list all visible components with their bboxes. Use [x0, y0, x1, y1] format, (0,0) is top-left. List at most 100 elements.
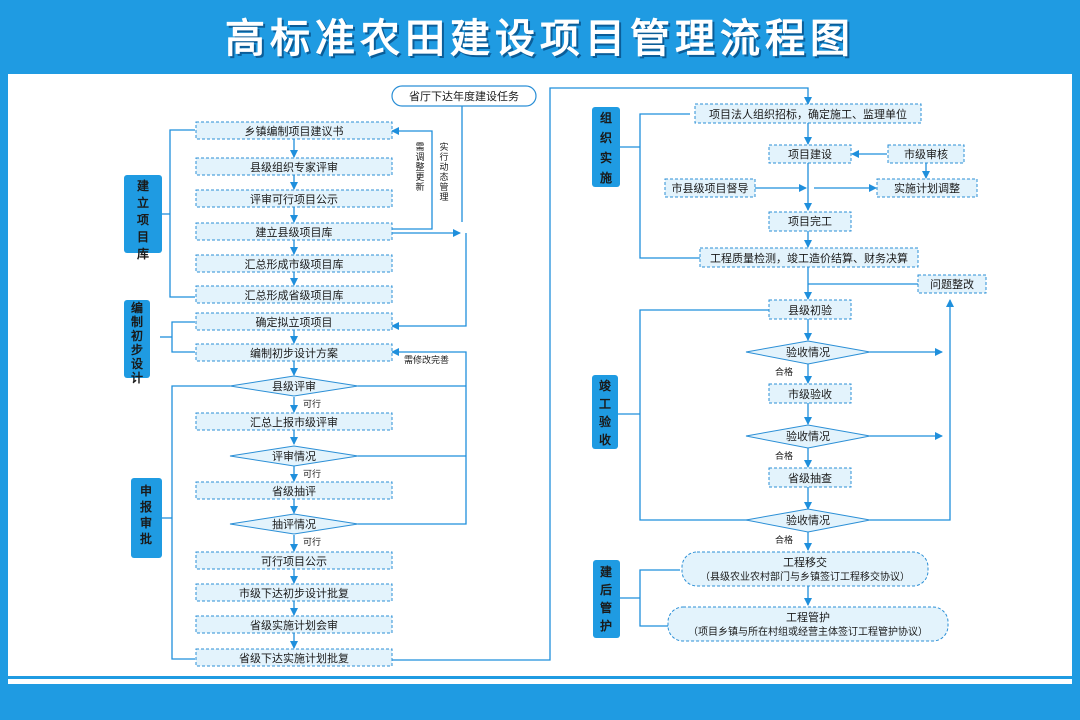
- step-box: [195, 285, 393, 304]
- bottom-border: [0, 684, 1080, 720]
- decision-acceptance-2-label: 验收情况: [786, 429, 830, 443]
- step-county-inspection: 县级初验: [788, 303, 832, 317]
- step-box: [195, 551, 393, 570]
- task-note-box: [391, 85, 537, 107]
- step-box: [195, 583, 393, 602]
- decision-review-result-label: 评审情况: [272, 449, 316, 463]
- decision-acceptance-3-label: 验收情况: [786, 513, 830, 527]
- vertical-char: 初: [131, 328, 143, 343]
- title-banner: [0, 0, 1080, 74]
- step-box: [195, 412, 393, 431]
- step-city-acceptance: 市级验收: [788, 387, 832, 401]
- step-determine-projects: 确定拟立项项目: [256, 315, 333, 329]
- step-box: [664, 178, 756, 198]
- left-sections: [124, 175, 162, 558]
- left-section-labels: 建立项目库 编制初步设计 申报审批: [130, 178, 152, 546]
- section-label-preliminary-design: 编制初步设计: [130, 300, 144, 385]
- step-province-plan-review: 省级实施计划会审: [250, 618, 338, 632]
- vertical-char: 行: [439, 151, 448, 163]
- task-note: 省厅下达年度建设任务: [409, 89, 519, 103]
- section-label-build-library: 建立项目库: [136, 178, 150, 261]
- step-box: [195, 343, 393, 362]
- handover-box: [681, 551, 929, 587]
- decision-review-result: [229, 445, 359, 467]
- section-implementation: [592, 107, 620, 187]
- label-feasible: 可行: [303, 468, 321, 480]
- right-section-labels: 组织实施 竣工验收 建后管护: [599, 110, 613, 633]
- step-box: [195, 189, 393, 208]
- label-needs-revision: 需修改完善: [404, 354, 449, 366]
- step-box: [768, 299, 852, 320]
- step-box: [887, 144, 965, 164]
- label-qualified: 合格: [775, 534, 793, 546]
- vertical-char: 收: [599, 432, 611, 447]
- vertical-char: 建: [599, 564, 613, 579]
- vertical-char: 实: [600, 150, 612, 165]
- vertical-char: 申: [140, 483, 152, 498]
- step-plan-adjustment: 实施计划调整: [894, 181, 960, 195]
- step-county-expert-review: 县级组织专家评审: [250, 160, 338, 174]
- vertical-char: 织: [600, 130, 612, 145]
- step-township-proposal: 乡镇编制项目建议书: [245, 124, 344, 138]
- decision-acceptance-1-label: 验收情况: [786, 345, 830, 359]
- step-feasible-publicity: 可行项目公示: [261, 555, 327, 568]
- vertical-char: 态: [439, 171, 448, 183]
- step-box: [195, 254, 393, 273]
- vertical-char: 调: [415, 152, 424, 163]
- section-label-implementation: 组织实施: [600, 110, 612, 185]
- maintenance-box: [667, 606, 949, 642]
- step-handover-note: （县级农业农村部门与乡镇签订工程移交协议）: [700, 570, 910, 583]
- right-connectors: [618, 113, 954, 627]
- step-box: [195, 121, 393, 140]
- step-box: [195, 648, 393, 667]
- vertical-char: 理: [439, 192, 448, 203]
- step-review-publicity: 评审可行项目公示: [250, 192, 338, 206]
- vertical-char: 批: [140, 531, 152, 546]
- step-rectification: 问题整改: [930, 277, 974, 291]
- decision-county-review: [229, 375, 359, 397]
- right-steps: 项目法人组织招标，确定施工、监理单位 项目建设 市级审核 市县级项目督导 实施计…: [664, 103, 987, 642]
- vertical-char: 编: [130, 300, 143, 315]
- right-sections: [592, 107, 620, 638]
- section-build-library: [124, 175, 162, 253]
- step-preliminary-design: 编制初步设计方案: [250, 346, 338, 360]
- vertical-char: 报: [140, 499, 152, 514]
- vertical-char: 设: [131, 356, 144, 371]
- step-box: [768, 211, 852, 232]
- decision-acceptance-3: [745, 508, 871, 533]
- section-maintenance: [593, 560, 620, 638]
- step-province-plan-approval: 省级下达实施计划批复: [239, 651, 349, 665]
- vertical-char: 竣: [599, 378, 612, 393]
- vertical-char: 项: [137, 213, 149, 227]
- vertical-char: 库: [137, 246, 149, 261]
- right-flow-labels: 合格 合格 合格: [775, 366, 793, 546]
- vertical-char: 目: [137, 230, 149, 244]
- label-needs-adjustment: 需调整更新: [415, 142, 424, 193]
- vertical-char: 施: [600, 170, 612, 185]
- step-box: [699, 247, 919, 268]
- step-city-design-approval: 市级下达初步设计批复: [239, 586, 349, 600]
- step-construction: 项目建设: [788, 147, 832, 161]
- section-acceptance: [592, 375, 618, 449]
- vertical-char: 需: [415, 142, 424, 153]
- step-quality-settlement: 工程质量检测，竣工造价结算、财务决算: [710, 251, 908, 265]
- step-bidding: 项目法人组织招标，确定施工、监理单位: [709, 107, 907, 121]
- page-title: 高标准农田建设项目管理流程图: [225, 15, 855, 62]
- step-box: [876, 178, 978, 198]
- step-county-library: 建立县级项目库: [256, 225, 333, 239]
- vertical-char: 护: [600, 618, 612, 633]
- step-box: [768, 467, 852, 488]
- step-maintenance-note: （项目乡镇与所在村组或经营主体签订工程管护协议）: [688, 625, 928, 638]
- left-flow-labels: 可行 可行 可行 需修改完善: [303, 354, 449, 548]
- vertical-char: 新: [415, 181, 424, 193]
- vertical-char: 计: [131, 370, 143, 385]
- left-vertical-notes: 需调整更新 实行动态管理: [415, 141, 448, 203]
- label-dynamic-management: 实行动态管理: [439, 141, 448, 203]
- vertical-char: 实: [439, 141, 448, 153]
- step-city-library: 汇总形成市级项目库: [245, 257, 344, 271]
- step-box: [694, 103, 922, 124]
- section-preliminary-design: [124, 300, 150, 378]
- step-handover: 工程移交: [783, 555, 827, 569]
- vertical-char: 动: [439, 162, 448, 173]
- step-box: [195, 481, 393, 500]
